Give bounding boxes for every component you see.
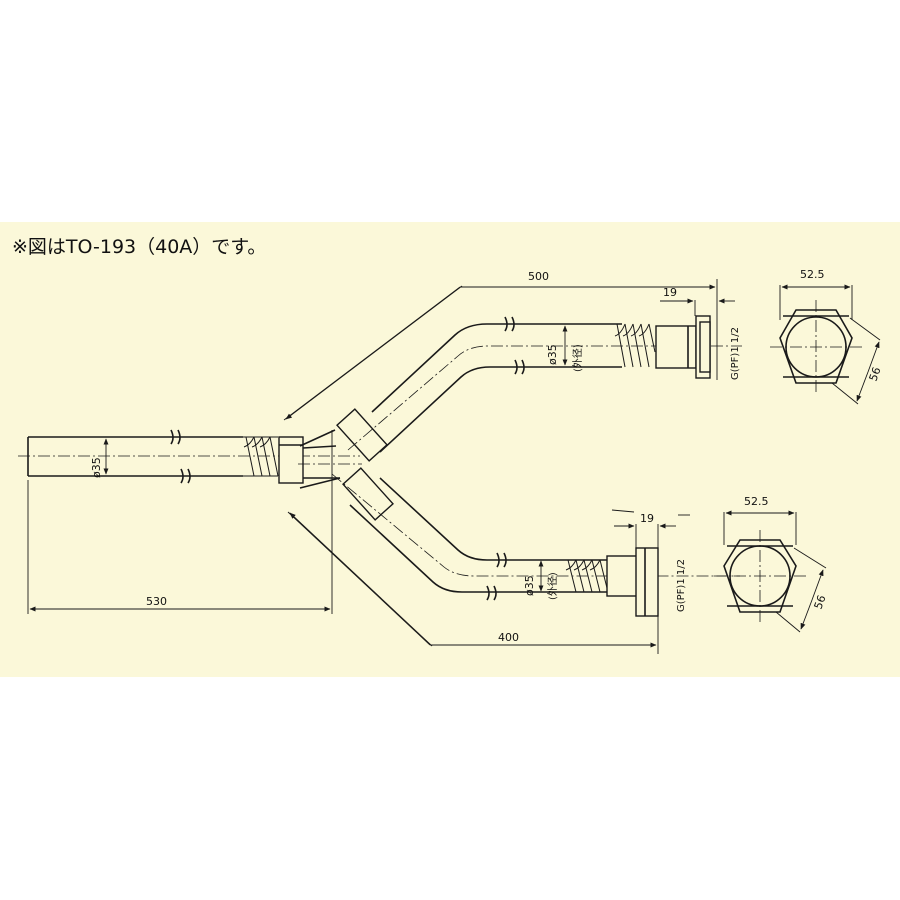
y-branch-body [298, 429, 362, 489]
upper-thread-label: G(PF)1 1/2 [730, 327, 741, 380]
lower-diameter-label: ø35 [523, 575, 536, 596]
lower-corner-width-label: 56 [812, 593, 829, 611]
upper-diameter-note: (外径) [571, 344, 584, 372]
main-pipe [18, 429, 360, 484]
upper-diameter-label: ø35 [546, 344, 559, 365]
lower-nut-depth-label: 19 [640, 512, 654, 525]
upper-corrugation [614, 323, 656, 368]
lower-corrugation [565, 559, 609, 593]
main-diameter-label: ø35 [90, 457, 103, 478]
dimension-lines [27, 279, 735, 654]
upper-length-label: 500 [528, 270, 549, 283]
upper-branch [336, 315, 742, 462]
lower-flat-width-label: 52.5 [744, 495, 769, 508]
lower-length-label: 400 [498, 631, 519, 644]
drawing-panel [0, 222, 900, 677]
main-corrugation [243, 436, 279, 477]
lower-thread-label: G(PF)1 1/2 [676, 559, 687, 612]
lower-diameter-note: (外径) [546, 572, 559, 600]
lower-end-view [714, 510, 827, 633]
main-length-label: 530 [146, 595, 167, 608]
drawing-caption: ※図はTO-193（40A）です。 [12, 236, 267, 258]
upper-flat-width-label: 52.5 [800, 268, 825, 281]
upper-end-view [770, 284, 881, 405]
upper-nut-depth-label: 19 [663, 286, 677, 299]
upper-corner-width-label: 56 [867, 365, 884, 383]
lower-branch [331, 467, 740, 617]
